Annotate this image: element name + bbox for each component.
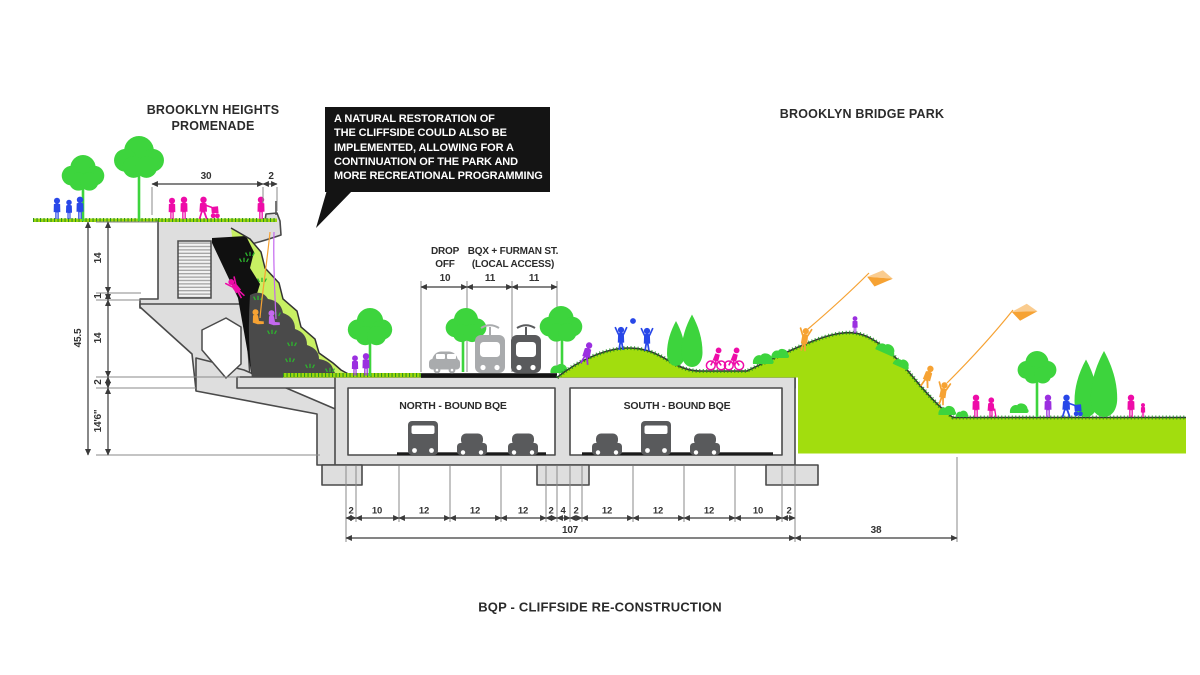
kite-icon — [1010, 301, 1039, 324]
tunnel-interior — [397, 421, 773, 456]
dim-lane-2: 11 — [528, 273, 540, 284]
tree-icon — [347, 306, 583, 376]
footing-right — [765, 464, 819, 486]
dim-lane-0: 10 — [439, 273, 451, 284]
park-planting — [667, 314, 1118, 417]
dim-promenade-edge: 2 — [268, 171, 274, 182]
tree-icon — [61, 136, 164, 221]
speech-bubble — [316, 107, 550, 228]
hatched-wall-panel — [177, 240, 212, 299]
ball-icon — [630, 318, 636, 324]
dim-left-seg-4: 14'6" — [93, 409, 104, 433]
drop-off-car-icon — [429, 351, 460, 374]
dim-bottom-10: 12 — [703, 505, 715, 517]
dim-bottom-total: 107 — [561, 525, 579, 536]
dim-bottom-1: 10 — [371, 505, 383, 517]
heights-ground — [33, 218, 162, 222]
dim-bottom-9: 12 — [652, 505, 664, 517]
drop-off-label-line1: DROP — [430, 246, 460, 257]
dim-left-seg-2: 14 — [93, 332, 104, 344]
cliff-rock — [248, 292, 337, 377]
trolley-icon — [475, 324, 505, 373]
dim-bottom-5: 2 — [548, 505, 554, 517]
ball-players — [614, 318, 654, 352]
park-terrain — [557, 332, 1186, 454]
bqx-label-line1: BQX + FURMAN ST. — [467, 246, 559, 257]
promenade-surface — [158, 201, 277, 222]
footing-left — [321, 464, 363, 486]
bus-icon — [641, 421, 671, 455]
dim-promenade-width: 30 — [200, 171, 212, 182]
bus-icon — [408, 421, 438, 455]
dim-lane-1: 11 — [484, 273, 496, 284]
dim-left-seg-3: 2 — [93, 379, 104, 385]
tunnel-north-label: NORTH - BOUND BQE — [399, 399, 507, 412]
structure-opening — [201, 317, 242, 379]
street-surface — [283, 373, 557, 378]
tunnel-south-label: SOUTH - BOUND BQE — [623, 399, 731, 412]
car-icon — [592, 433, 622, 455]
dim-bottom-6: 4 — [560, 505, 566, 517]
car-icon — [457, 433, 487, 455]
caption-title: BQP - CLIFFSIDE RE-CONSTRUCTION — [478, 599, 722, 615]
person-on-hilltop — [852, 316, 858, 333]
bqx-label-line2: (LOCAL ACCESS) — [471, 259, 555, 270]
terrain-grass-ticks — [555, 330, 1186, 420]
kite-icon — [864, 266, 895, 292]
promenade-title-line2: PROMENADE — [171, 118, 255, 133]
pedestrians-purple — [351, 353, 370, 376]
trolley-icon — [511, 324, 541, 373]
dim-bottom-12: 2 — [786, 505, 792, 517]
dim-left-total: 45.5 — [73, 328, 84, 348]
dim-bottom-3: 12 — [469, 505, 481, 517]
dim-bottom-2: 12 — [418, 505, 430, 517]
park-title: BROOKLYN BRIDGE PARK — [779, 106, 945, 121]
car-icon — [690, 433, 720, 455]
kite-string — [807, 272, 870, 330]
promenade-pedestrians — [168, 195, 265, 220]
dim-bottom-8: 12 — [601, 505, 613, 517]
park-visitors — [972, 393, 1146, 419]
cliff-slope-outline — [230, 227, 353, 377]
footing-center — [536, 464, 590, 486]
dim-left-seg-0: 14 — [93, 252, 104, 264]
dim-park-width: 38 — [870, 525, 882, 536]
dim-bottom-11: 10 — [752, 505, 764, 517]
asphalt — [421, 373, 557, 378]
dim-bottom-0: 2 — [348, 505, 354, 517]
dimension-lines — [84, 180, 958, 542]
drop-off-label-line2: OFF — [435, 259, 455, 270]
climbing-ropes — [259, 231, 277, 320]
dim-bottom-4: 12 — [517, 505, 529, 517]
pedestrians-blue — [53, 196, 84, 219]
dim-bottom-7: 2 — [573, 505, 579, 517]
cyclists — [705, 346, 745, 371]
dim-left-seg-1: 1 — [93, 293, 104, 299]
kite-flyers — [796, 266, 1039, 407]
kite-string — [946, 309, 1014, 384]
car-icon — [508, 433, 538, 455]
promenade-title-line1: BROOKLYN HEIGHTS — [146, 102, 280, 117]
speech-bubble-text: A NATURAL RESTORATION OF THE CLIFFSIDE C… — [334, 113, 543, 183]
